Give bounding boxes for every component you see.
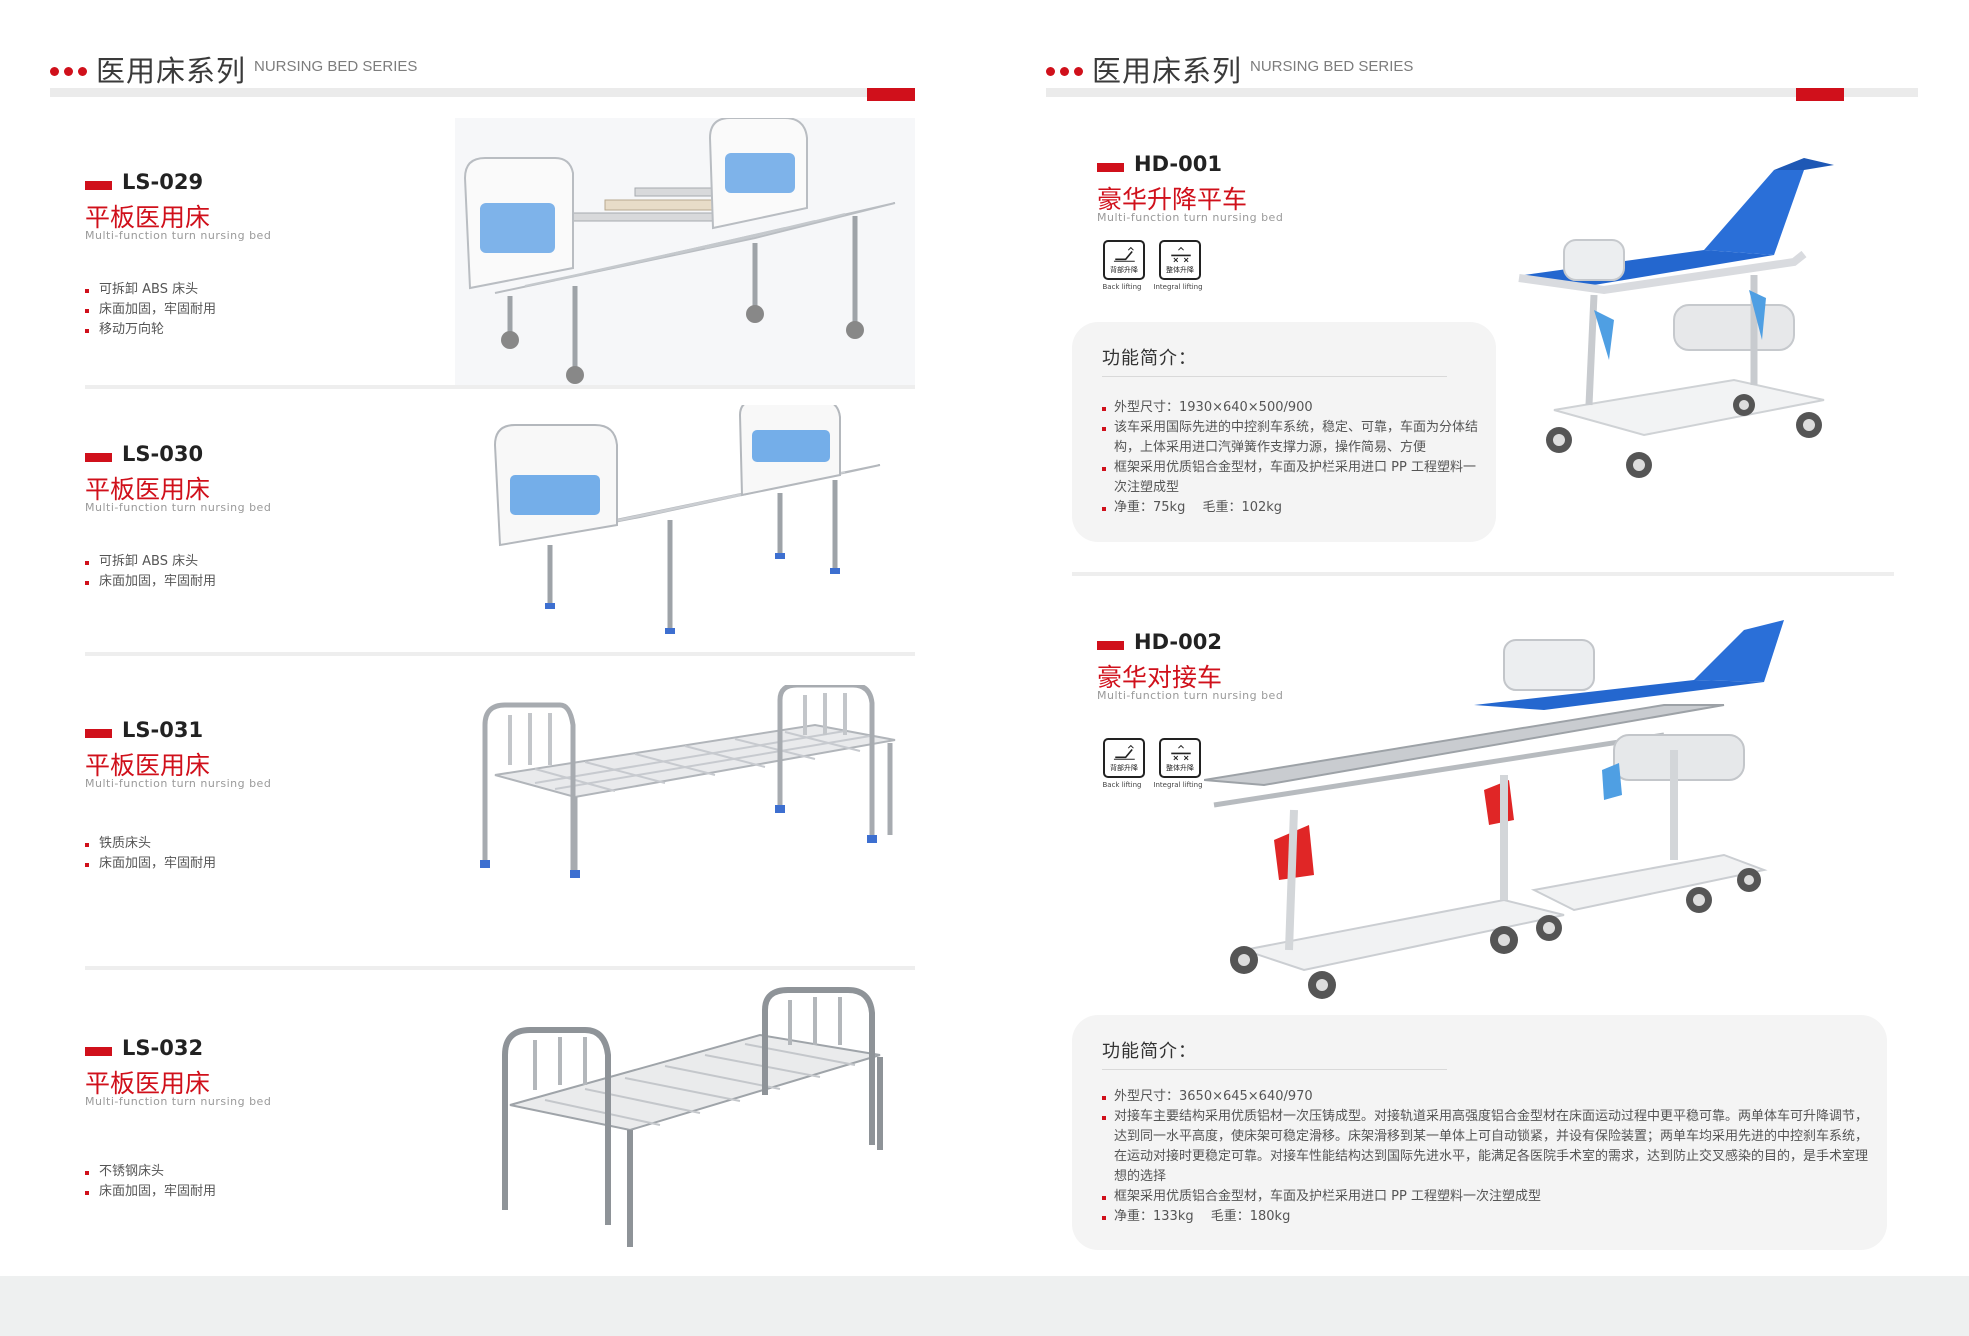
feature-item: 不锈钢床头 (85, 1162, 216, 1182)
series-title: 医用床系列 (96, 54, 247, 88)
separator (85, 966, 915, 970)
intro-panel-hd-001: 功能简介： 外型尺寸：1930×640×500/900 该车采用国际先进的中控刹… (1072, 322, 1496, 542)
intro-item: 该车采用国际先进的中控刹车系统，稳定、可靠，车面为分体结构，上体采用进口汽弹簧作… (1102, 418, 1478, 458)
feature-item: 移动万向轮 (85, 320, 216, 340)
intro-item: 外型尺寸：1930×640×500/900 (1102, 398, 1478, 418)
feature-item: 床面加固，牢固耐用 (85, 300, 216, 320)
feature-item: 铁质床头 (85, 834, 216, 854)
stretcher-image-hd-001 (1504, 150, 1944, 490)
product-code: LS-032 (122, 1036, 204, 1060)
separator (1072, 572, 1894, 576)
separator (85, 652, 915, 656)
code-marker (1097, 641, 1124, 650)
header-dots (1046, 64, 1086, 78)
product-code: HD-001 (1134, 152, 1222, 176)
feature-list: 可拆卸 ABS 床头 床面加固，牢固耐用 移动万向轮 (85, 280, 216, 340)
feature-item: 可拆卸 ABS 床头 (85, 552, 216, 572)
feature-list: 可拆卸 ABS 床头 床面加固，牢固耐用 (85, 552, 216, 592)
feature-item: 可拆卸 ABS 床头 (85, 280, 216, 300)
intro-divider (1102, 376, 1447, 377)
separator (85, 385, 915, 389)
bed-image-ls-031 (475, 685, 905, 905)
product-name-en: Multi-function turn nursing bed (85, 1095, 272, 1108)
product-name: 平板医用床 (85, 751, 211, 780)
icon-label: 整体升降 (1166, 266, 1194, 274)
feature-list: 铁质床头 床面加固，牢固耐用 (85, 834, 216, 874)
header-bar (1046, 88, 1918, 97)
product-code: HD-002 (1134, 630, 1222, 654)
code-marker (85, 729, 112, 738)
series-subtitle: NURSING BED SERIES (1250, 58, 1414, 75)
back-lifting-icon: 背部升降 (1103, 738, 1145, 778)
intro-list: 外型尺寸：1930×640×500/900 该车采用国际先进的中控刹车系统，稳定… (1102, 398, 1478, 518)
intro-item: 框架采用优质铝合金型材，车面及护栏采用进口 PP 工程塑料一次注塑成型 (1102, 1187, 1872, 1207)
product-name-en: Multi-function turn nursing bed (1097, 689, 1284, 702)
bed-image-ls-029 (455, 118, 915, 388)
product-name-en: Multi-function turn nursing bed (85, 501, 272, 514)
left-page: 医用床系列 NURSING BED SERIES LS-029 平板医用床 Mu… (0, 0, 984, 1276)
icon-label: 背部升降 (1110, 764, 1138, 772)
intro-panel-hd-002: 功能简介： 外型尺寸：3650×645×640/970 对接车主要结构采用优质铝… (1072, 1015, 1887, 1250)
icon-item: 整体升降 Integral lifting (1153, 240, 1203, 291)
product-name: 平板医用床 (85, 203, 211, 232)
icon-caption: Integral lifting (1153, 283, 1203, 291)
back-lifting-icon: 背部升降 (1103, 240, 1145, 280)
integral-lifting-icon: 整体升降 (1159, 738, 1201, 778)
product-name: 平板医用床 (85, 475, 211, 504)
icon-caption: Back lifting (1102, 283, 1142, 291)
docking-cart-image-hd-002 (1204, 610, 1904, 1010)
product-name-en: Multi-function turn nursing bed (1097, 211, 1284, 224)
intro-title: 功能简介： (1102, 1041, 1197, 1062)
product-name: 豪华升降平车 (1097, 185, 1248, 214)
product-code: LS-029 (122, 170, 204, 194)
bed-image-ls-032 (490, 985, 890, 1255)
header-bar-accent (867, 88, 915, 101)
intro-item: 对接车主要结构采用优质铝材一次压铸成型。对接轨道采用高强度铝合金型材在床面运动过… (1102, 1107, 1872, 1187)
feature-list: 不锈钢床头 床面加固，牢固耐用 (85, 1162, 216, 1202)
icon-label: 背部升降 (1110, 266, 1138, 274)
feature-item: 床面加固，牢固耐用 (85, 572, 216, 592)
series-subtitle: NURSING BED SERIES (254, 58, 418, 75)
code-marker (1097, 163, 1124, 172)
feature-item: 床面加固，牢固耐用 (85, 1182, 216, 1202)
intro-title: 功能简介： (1102, 348, 1197, 369)
product-name-en: Multi-function turn nursing bed (85, 777, 272, 790)
icon-item: 背部升降 Back lifting (1102, 240, 1147, 291)
icon-label: 整体升降 (1166, 764, 1194, 772)
bed-image-ls-030 (490, 405, 890, 645)
intro-item: 净重：75kg 毛重：102kg (1102, 498, 1478, 518)
product-code: LS-031 (122, 718, 204, 742)
product-name-en: Multi-function turn nursing bed (85, 229, 272, 242)
intro-item: 框架采用优质铝合金型材，车面及护栏采用进口 PP 工程塑料一次注塑成型 (1102, 458, 1478, 498)
header-bar (50, 88, 915, 97)
feature-item: 床面加固，牢固耐用 (85, 854, 216, 874)
integral-lifting-icon: 整体升降 (1159, 240, 1201, 280)
code-marker (85, 1047, 112, 1056)
code-marker (85, 453, 112, 462)
right-page: 医用床系列 NURSING BED SERIES HD-001 豪华升降平车 M… (984, 0, 1969, 1276)
intro-item: 外型尺寸：3650×645×640/970 (1102, 1087, 1872, 1107)
bottom-band (0, 1276, 1969, 1336)
product-name: 平板医用床 (85, 1069, 211, 1098)
series-title: 医用床系列 (1092, 54, 1243, 88)
header-dots (50, 64, 90, 78)
series-header: 医用床系列 NURSING BED SERIES (1046, 44, 1918, 104)
series-header: 医用床系列 NURSING BED SERIES (50, 44, 915, 104)
product-name: 豪华对接车 (1097, 663, 1223, 692)
icon-caption: Back lifting (1102, 781, 1142, 789)
code-marker (85, 181, 112, 190)
icon-item: 背部升降 Back lifting (1102, 738, 1147, 789)
icon-caption: Integral lifting (1153, 781, 1203, 789)
icon-item: 整体升降 Integral lifting (1153, 738, 1203, 789)
intro-divider (1102, 1069, 1447, 1070)
header-bar-accent (1796, 88, 1844, 101)
intro-list: 外型尺寸：3650×645×640/970 对接车主要结构采用优质铝材一次压铸成… (1102, 1087, 1872, 1227)
intro-item: 净重：133kg 毛重：180kg (1102, 1207, 1872, 1227)
product-code: LS-030 (122, 442, 204, 466)
